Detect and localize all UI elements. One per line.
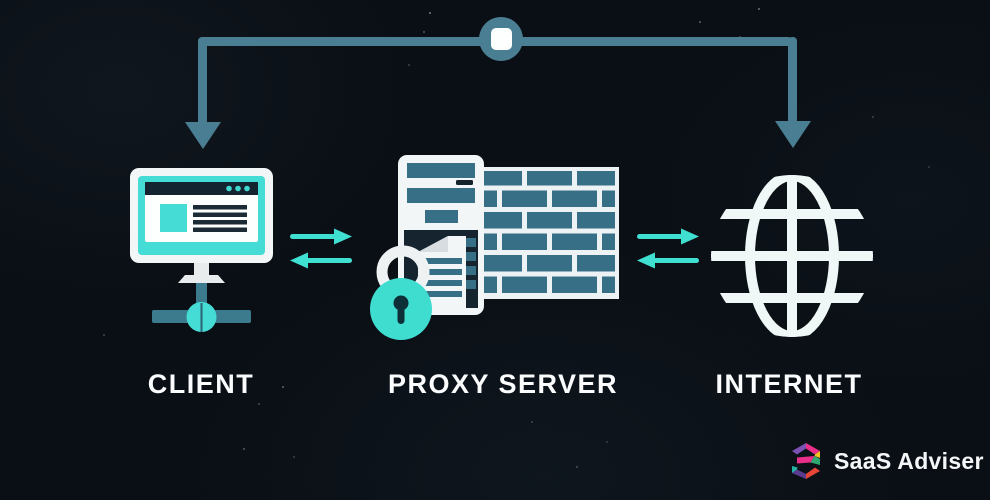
monitor-stand: [178, 263, 225, 283]
network-link-icon: [152, 283, 251, 332]
client-label: CLIENT: [147, 369, 255, 399]
junction-node-square: [490, 28, 512, 50]
saas-adviser-logo-icon: [792, 443, 820, 479]
firewall-icon: [475, 167, 619, 299]
document-icon: [418, 236, 466, 308]
server-firewall-padlock-icon: [370, 155, 619, 340]
internet-globe-icon: [711, 175, 873, 337]
right-arrow-icon: [290, 228, 352, 245]
down-arrow-icon: [775, 121, 811, 148]
right-arrow-icon: [637, 228, 699, 245]
junction-node-icon: [479, 17, 523, 61]
saas-adviser-logo-text: SaaS Adviser: [834, 447, 984, 474]
proxy-server-label: PROXY SERVER: [387, 369, 619, 399]
saas-adviser-logo: SaaS Adviser: [789, 441, 984, 481]
left-arrow-icon: [290, 252, 352, 269]
internet-label: INTERNET: [715, 369, 863, 399]
client-computer-network-icon: [130, 168, 273, 332]
route-line-right: [788, 37, 797, 124]
padlock-icon: [370, 245, 432, 340]
route-line-left: [198, 37, 207, 125]
down-arrow-icon: [185, 122, 221, 149]
monitor-icon: [130, 168, 273, 263]
left-arrow-icon: [637, 252, 699, 269]
